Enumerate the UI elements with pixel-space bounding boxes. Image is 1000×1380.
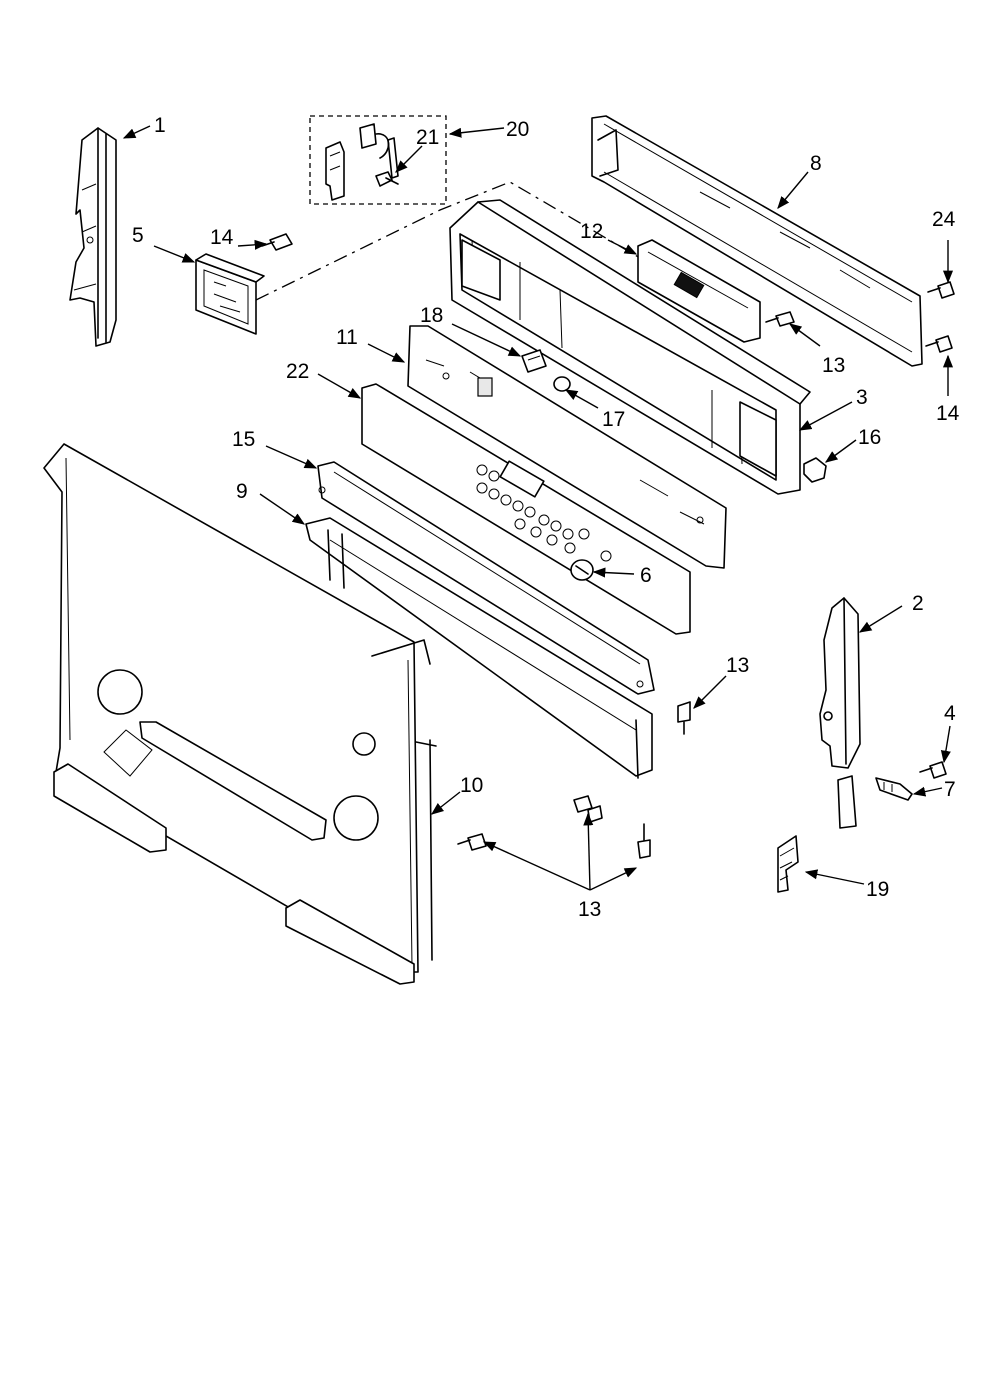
callout-16: 16 bbox=[858, 426, 881, 449]
screw-14-right bbox=[925, 335, 953, 353]
leader-lines bbox=[122, 125, 954, 891]
callout-13-lower: 13 bbox=[578, 898, 601, 921]
callout-19: 19 bbox=[866, 878, 889, 901]
part-18-switch bbox=[521, 349, 547, 373]
part-1-left-side-bracket bbox=[69, 127, 117, 347]
callout-labels: 1 2 3 4 5 6 7 8 9 10 11 12 13 13 13 14 1… bbox=[132, 114, 960, 921]
assembly-line-5 bbox=[255, 181, 641, 301]
callout-7: 7 bbox=[944, 778, 956, 801]
part-3-console-housing bbox=[449, 199, 811, 495]
callout-20: 20 bbox=[506, 118, 529, 141]
callout-13-mid: 13 bbox=[726, 654, 749, 677]
callout-18: 18 bbox=[420, 304, 443, 327]
callout-2: 2 bbox=[912, 592, 924, 615]
part-4-screw bbox=[919, 761, 947, 779]
part-15-upper-trim bbox=[317, 461, 655, 695]
keypad-buttons bbox=[476, 464, 590, 554]
callout-8: 8 bbox=[810, 152, 822, 175]
callout-15: 15 bbox=[232, 428, 255, 451]
part-20-kit-box bbox=[309, 115, 447, 205]
part-17-button bbox=[553, 376, 571, 392]
part-2-right-side-bracket bbox=[819, 597, 861, 829]
screw-24 bbox=[927, 281, 955, 299]
callout-24: 24 bbox=[932, 208, 956, 231]
part-19-clip bbox=[777, 835, 799, 893]
screw-13-upper bbox=[765, 311, 795, 327]
callout-17: 17 bbox=[602, 408, 625, 431]
screw-13-pair bbox=[457, 795, 651, 859]
screw-13-mid bbox=[677, 701, 691, 735]
callout-1: 1 bbox=[154, 114, 166, 137]
callout-4: 4 bbox=[944, 702, 956, 725]
part-9-lower-trim bbox=[305, 517, 653, 779]
callout-22: 22 bbox=[286, 360, 309, 383]
callout-3: 3 bbox=[856, 386, 868, 409]
part-12-display-module bbox=[637, 239, 761, 343]
callout-6: 6 bbox=[640, 564, 652, 587]
part-7-clip bbox=[875, 777, 913, 801]
part-8-rear-panel-strip bbox=[591, 115, 923, 367]
part-16-nut bbox=[803, 457, 827, 483]
callout-10: 10 bbox=[460, 774, 483, 797]
callout-12: 12 bbox=[580, 220, 603, 243]
callout-13-upper: 13 bbox=[822, 354, 845, 377]
part-10-front-panel bbox=[43, 443, 437, 985]
callout-11: 11 bbox=[336, 326, 358, 349]
callout-14-right: 14 bbox=[936, 402, 960, 425]
callout-9: 9 bbox=[236, 480, 248, 503]
callout-21: 21 bbox=[416, 126, 439, 149]
part-11-control-plate bbox=[407, 325, 727, 569]
part-5-control-board bbox=[195, 233, 293, 335]
callout-5: 5 bbox=[132, 224, 144, 247]
callout-14-left: 14 bbox=[210, 226, 234, 249]
part-22-overlay-panel bbox=[361, 383, 691, 635]
